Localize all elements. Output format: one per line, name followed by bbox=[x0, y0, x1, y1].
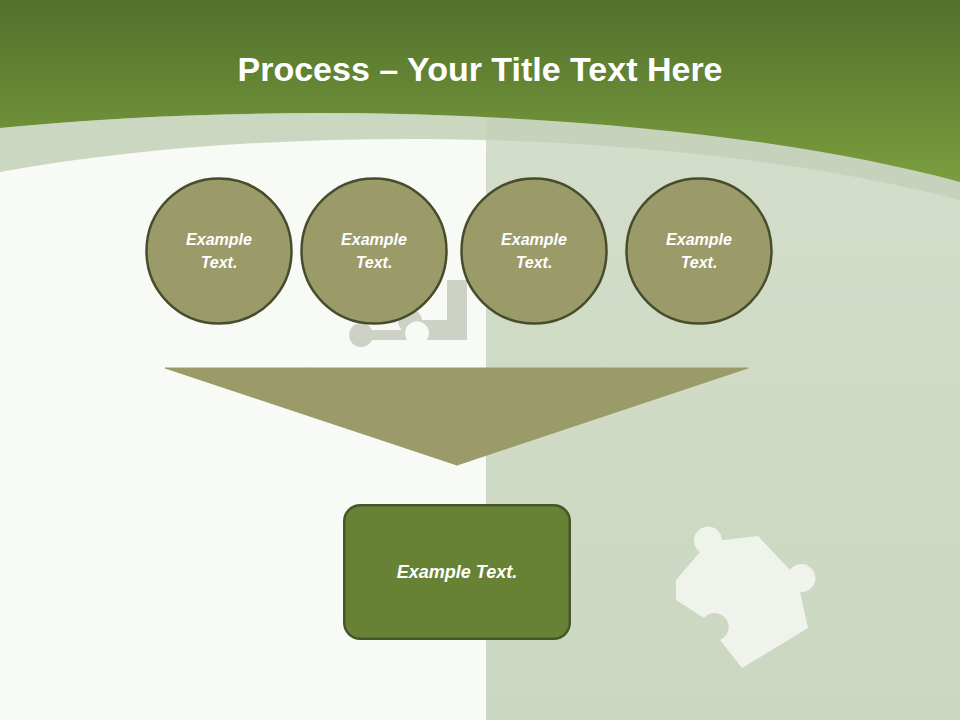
circle-outline bbox=[145, 177, 293, 325]
process-circle: Example Text. bbox=[145, 177, 293, 325]
circle-outline bbox=[460, 177, 608, 325]
node-label: Example Text. bbox=[326, 228, 422, 274]
funnel-arrow bbox=[457, 368, 748, 465]
funnel-arrow bbox=[165, 368, 457, 465]
puzzle-piece bbox=[676, 527, 815, 668]
node-label: Example Text. bbox=[171, 228, 267, 274]
node-label: Example Text. bbox=[486, 228, 582, 274]
header-bar bbox=[0, 0, 960, 182]
circle-outline bbox=[300, 177, 448, 325]
process-circle: Example Text. bbox=[300, 177, 448, 325]
node-label: Example Text. bbox=[651, 228, 747, 274]
slide-title: Process – Your Title Text Here bbox=[0, 50, 960, 89]
funnel-arrow bbox=[311, 368, 457, 465]
process-circle: Example Text. bbox=[460, 177, 608, 325]
result-box: Example Text. bbox=[343, 504, 571, 640]
node-label: Example Text. bbox=[397, 559, 517, 585]
process-circle: Example Text. bbox=[625, 177, 773, 325]
circle-outline bbox=[625, 177, 773, 325]
